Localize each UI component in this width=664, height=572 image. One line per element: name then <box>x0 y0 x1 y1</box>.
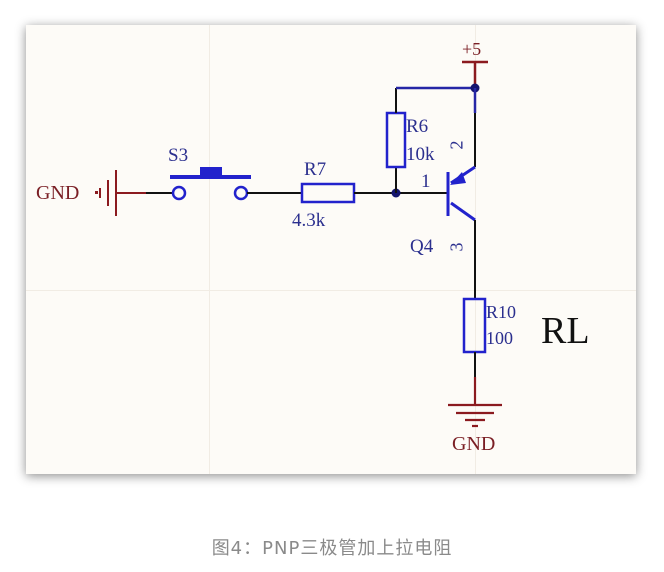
push-button-switch-s3 <box>170 167 251 201</box>
resistor-r6-ref: R6 <box>406 116 429 137</box>
resistor-r7-value: 4.3k <box>292 210 326 231</box>
ground-bottom-symbol <box>448 377 502 428</box>
pin-base-label: 1 <box>421 171 431 192</box>
resistor-r10-ref: R10 <box>486 302 517 322</box>
resistor-r7-body <box>300 182 356 204</box>
switch-contact-right <box>233 185 249 201</box>
schematic-frame <box>26 25 636 474</box>
switch-ref-label: S3 <box>168 145 189 166</box>
transistor-collector-leg <box>450 201 476 222</box>
load-label: RL <box>541 310 590 352</box>
pin-collector-label: 3 <box>446 242 467 252</box>
resistor-r6-body <box>385 111 407 169</box>
ground-bottom-label: GND <box>452 433 496 455</box>
pnp-transistor-q4 <box>446 165 476 222</box>
ground-left-symbol <box>95 170 146 216</box>
pin-emitter-label: 2 <box>446 140 467 150</box>
grid-line <box>26 290 636 291</box>
figure-caption: 图4：PNP三极管加上拉电阻 <box>211 538 453 559</box>
grid-line <box>209 25 210 474</box>
resistor-r10-value: 100 <box>486 328 513 348</box>
ground-left-label: GND <box>36 182 80 204</box>
resistor-r10-body <box>462 297 487 354</box>
emitter-arrow-icon <box>450 172 466 185</box>
ground-dot <box>95 191 98 194</box>
switch-button-cap <box>200 167 222 176</box>
transistor-ref-label: Q4 <box>410 236 434 257</box>
resistor-r6-value: 10k <box>406 144 435 165</box>
resistor-r7-ref: R7 <box>304 159 327 180</box>
switch-contact-left <box>171 185 187 201</box>
power-label: +5 <box>462 39 482 59</box>
